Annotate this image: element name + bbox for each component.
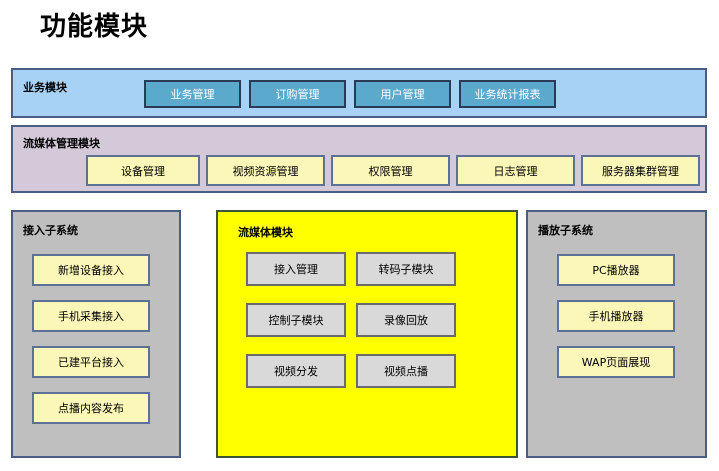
- stream-mgmt-button-server-cluster-management[interactable]: 服务器集群管理: [581, 155, 700, 186]
- stream-item-video-distribution[interactable]: 视频分发: [246, 354, 346, 388]
- stream-module-panel: 流媒体模块 接入管理 转码子模块 控制子模块 录像回放 视频分发 视频点播: [216, 210, 518, 458]
- stream-management-panel: 流媒体管理模块 设备管理 视频资源管理 权限管理 日志管理 服务器集群管理: [11, 125, 707, 193]
- access-item-vod-content-publish[interactable]: 点播内容发布: [32, 392, 150, 424]
- stream-mgmt-button-permission-management[interactable]: 权限管理: [331, 155, 450, 186]
- business-button-order-management[interactable]: 订购管理: [249, 80, 346, 108]
- stream-item-video-on-demand[interactable]: 视频点播: [356, 354, 456, 388]
- stream-item-transcoding-submodule[interactable]: 转码子模块: [356, 252, 456, 286]
- stream-mgmt-button-device-management[interactable]: 设备管理: [86, 155, 200, 186]
- player-item-mobile-player[interactable]: 手机播放器: [557, 300, 675, 332]
- stream-item-control-submodule[interactable]: 控制子模块: [246, 303, 346, 337]
- access-subsystem-label: 接入子系统: [23, 224, 78, 237]
- business-module-label: 业务模块: [23, 81, 67, 94]
- player-subsystem-label: 播放子系统: [538, 224, 593, 237]
- player-subsystem-panel: 播放子系统 PC播放器 手机播放器 WAP页面展现: [526, 210, 707, 458]
- player-item-wap-page-presentation[interactable]: WAP页面展现: [557, 346, 675, 378]
- stream-mgmt-button-video-resource-management[interactable]: 视频资源管理: [206, 155, 325, 186]
- stream-mgmt-button-log-management[interactable]: 日志管理: [456, 155, 575, 186]
- access-item-new-device-access[interactable]: 新增设备接入: [32, 254, 150, 286]
- business-button-user-management[interactable]: 用户管理: [354, 80, 451, 108]
- stream-management-label: 流媒体管理模块: [23, 137, 100, 150]
- stream-item-access-management[interactable]: 接入管理: [246, 252, 346, 286]
- business-button-business-management[interactable]: 业务管理: [144, 80, 241, 108]
- stream-item-recording-playback[interactable]: 录像回放: [356, 303, 456, 337]
- business-button-business-statistics-report[interactable]: 业务统计报表: [459, 80, 556, 108]
- access-item-mobile-capture-access[interactable]: 手机采集接入: [32, 300, 150, 332]
- access-item-existing-platform-access[interactable]: 已建平台接入: [32, 346, 150, 378]
- business-module-panel: 业务模块 业务管理 订购管理 用户管理 业务统计报表: [11, 68, 707, 118]
- stream-module-label: 流媒体模块: [238, 226, 293, 239]
- player-item-pc-player[interactable]: PC播放器: [557, 254, 675, 286]
- page-title: 功能模块: [40, 12, 149, 42]
- access-subsystem-panel: 接入子系统 新增设备接入 手机采集接入 已建平台接入 点播内容发布: [11, 210, 181, 458]
